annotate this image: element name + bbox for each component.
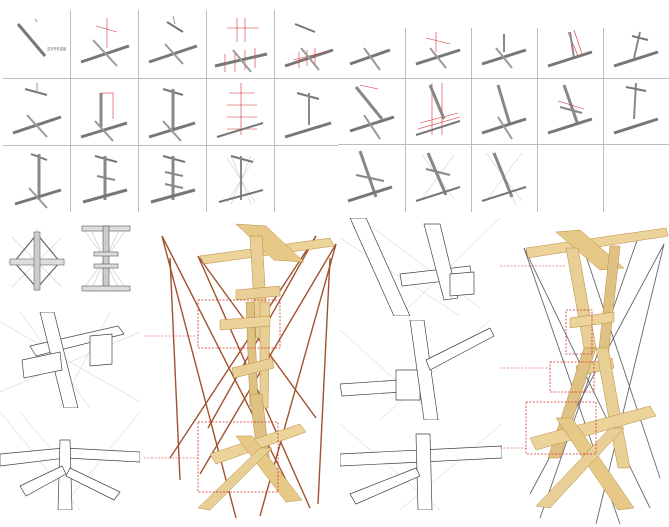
text-note — [538, 145, 669, 212]
step-diagram — [604, 79, 669, 144]
step-diagram — [139, 79, 206, 145]
joint-detail-drawing-lower — [0, 412, 140, 510]
wood-model-rope — [140, 218, 340, 523]
step-diagram — [3, 146, 70, 212]
step-diagram — [406, 28, 471, 78]
step-diagram — [538, 79, 603, 144]
plan-view-b — [76, 222, 136, 302]
step-panel-left: 交叉杆件连接 — [3, 10, 341, 212]
step-diagram — [338, 79, 405, 144]
step-diagram — [472, 79, 537, 144]
step-panel-right — [338, 28, 669, 212]
step-diagram — [207, 79, 274, 145]
plan-view-a — [2, 222, 72, 302]
step-diagram — [406, 79, 471, 144]
node-detail-drawing-bottom — [340, 424, 502, 510]
step-diagram — [71, 79, 138, 145]
step-diagram — [3, 79, 70, 145]
joint-detail-drawing-upper — [0, 312, 140, 408]
step-diagram — [538, 28, 603, 78]
step-diagram — [71, 146, 138, 212]
node-detail-drawing-top — [340, 218, 502, 316]
step-diagram — [338, 28, 405, 78]
step-diagram — [71, 10, 138, 78]
node-detail-drawing-middle — [340, 320, 502, 420]
step-diagram — [207, 10, 274, 78]
step-diagram: 交叉杆件连接 — [3, 10, 70, 78]
step-diagram — [604, 28, 669, 78]
text-note — [275, 146, 341, 212]
wood-model-cable — [500, 218, 669, 527]
step-diagram — [338, 145, 405, 212]
step-diagram — [275, 10, 341, 78]
step-diagram — [207, 146, 274, 212]
step-diagram — [275, 79, 341, 145]
step-caption: 交叉杆件连接 — [47, 47, 67, 51]
step-diagram — [139, 146, 206, 212]
step-diagram — [472, 28, 537, 78]
step-diagram — [139, 10, 206, 78]
step-diagram — [406, 145, 471, 212]
step-diagram — [472, 145, 537, 212]
